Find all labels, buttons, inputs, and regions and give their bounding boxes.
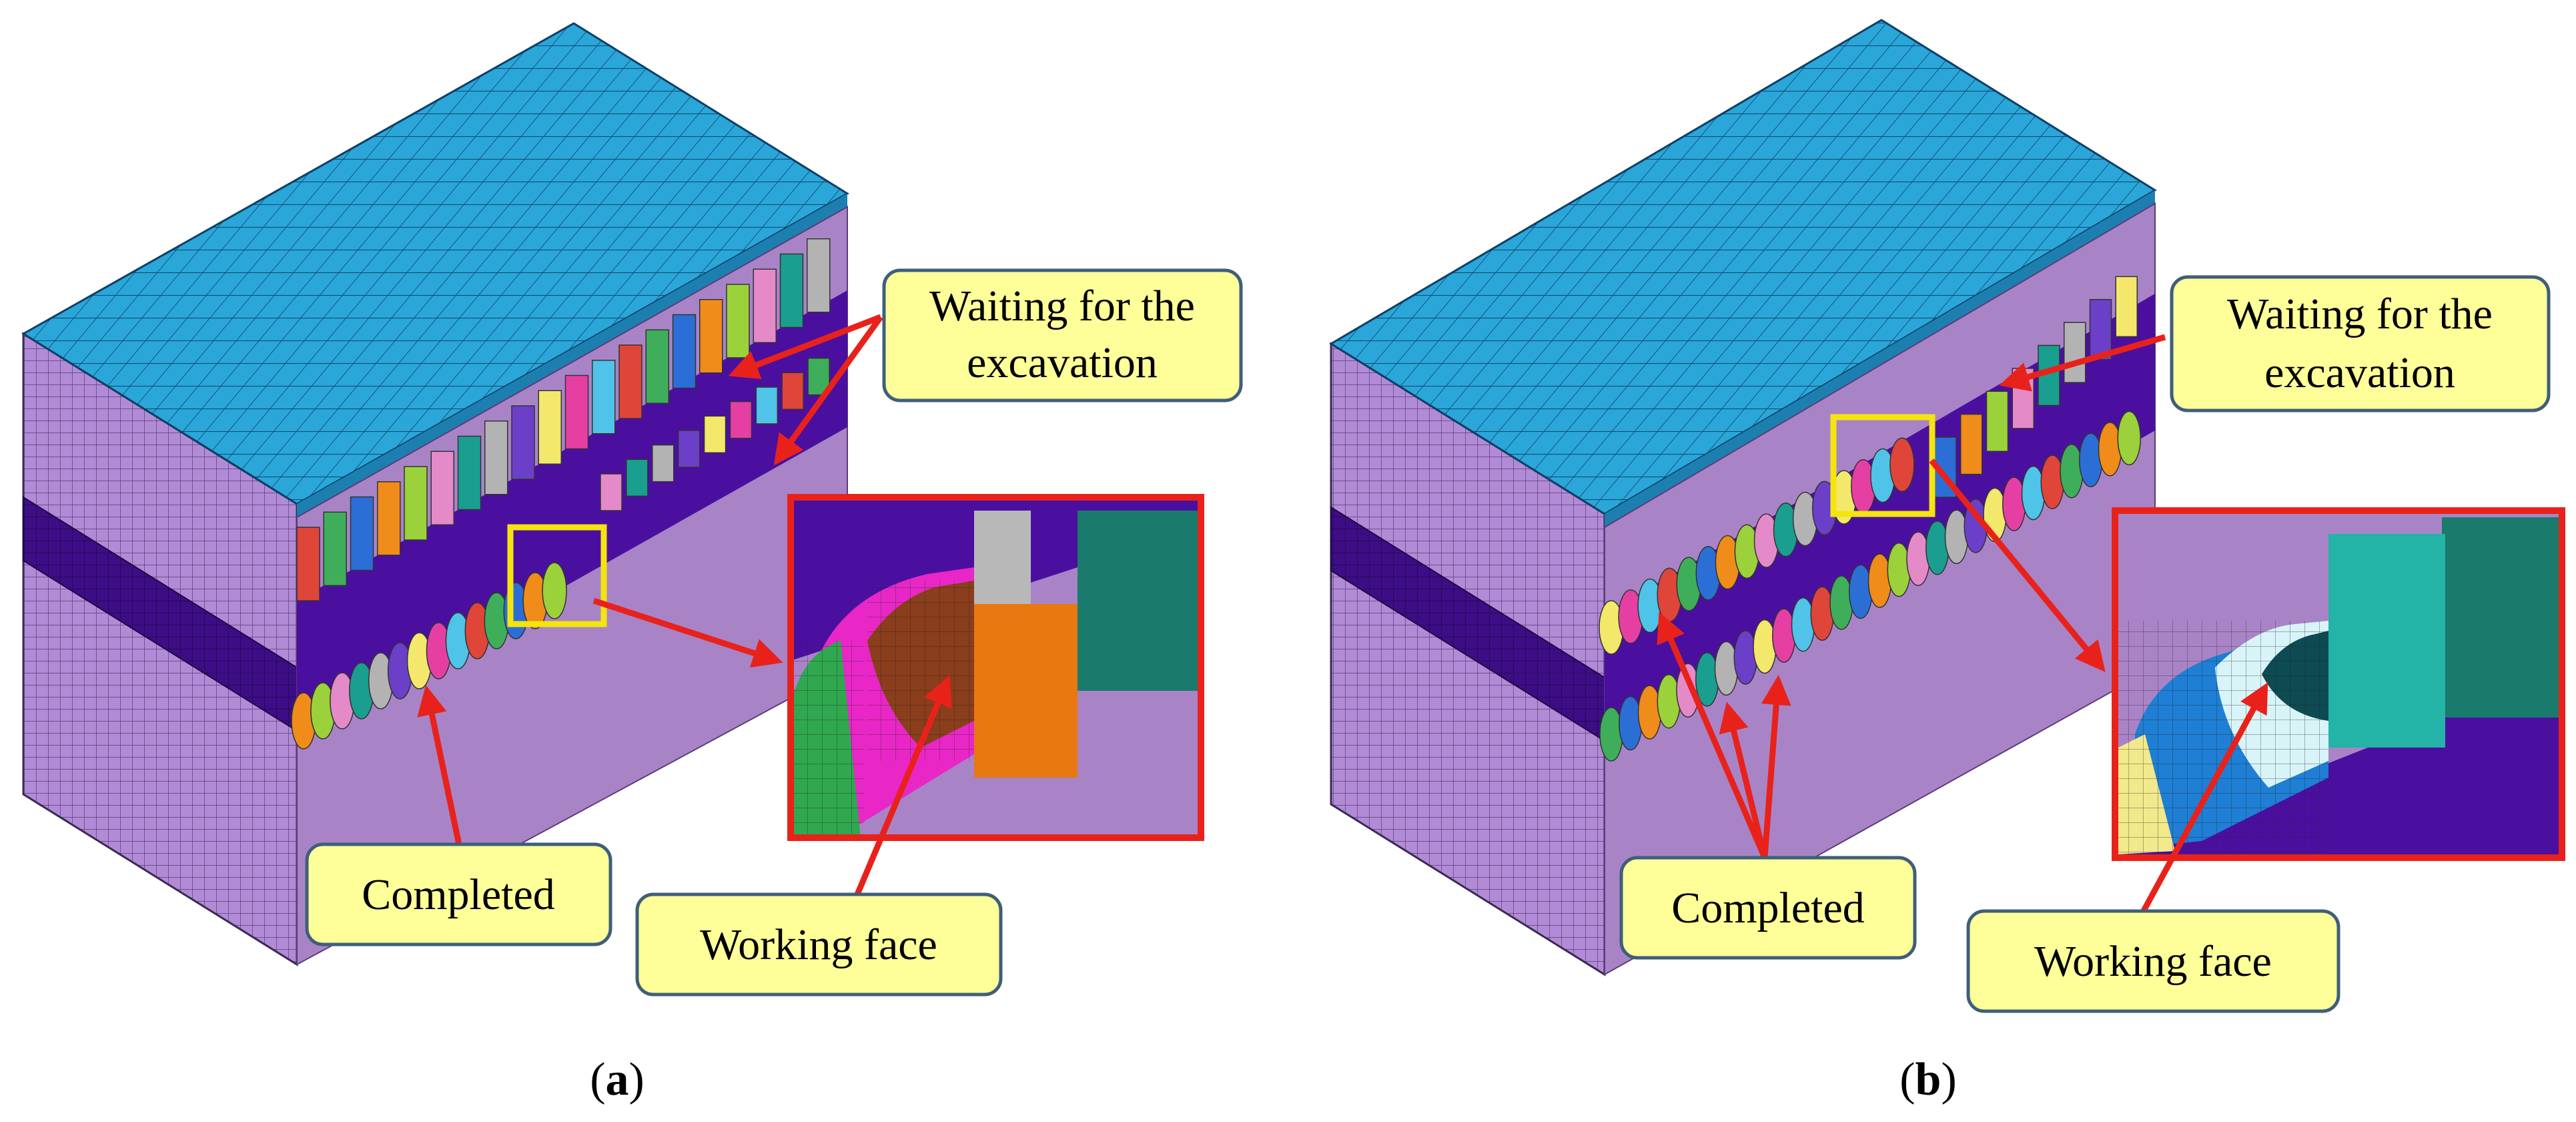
- completed-callout-label: Completed: [362, 870, 555, 919]
- tunnel-segment: [677, 430, 701, 468]
- tunnel-segment: [652, 444, 675, 483]
- tunnel-segment: [1960, 413, 1983, 475]
- tunnel-segment: [699, 299, 723, 374]
- waiting-callout-line2: excavation: [2264, 348, 2455, 397]
- working-face-callout-b: Working face: [1966, 909, 2340, 1013]
- waiting-callout-line1: Waiting for the: [2227, 290, 2493, 338]
- waiting-callout-a: Waiting for the excavation: [882, 268, 1243, 402]
- lower-tunnel-segments: [600, 357, 830, 511]
- tunnel-segment: [807, 238, 831, 313]
- tunnel-segment: [350, 496, 374, 571]
- tunnel-segment: [457, 435, 482, 511]
- panel-b: Waiting for the excavation Completed Wor…: [1329, 19, 2565, 1105]
- tunnel-segment: [618, 344, 642, 419]
- panel-a: Waiting for the excavation Completed Wor…: [21, 22, 1243, 1105]
- zoom-inset-b: [2112, 507, 2565, 861]
- tunnel-segment: [564, 374, 589, 450]
- tunnel-segment: [626, 459, 649, 497]
- tunnel-segment: [2064, 322, 2086, 383]
- upper-tunnel-segments: [296, 238, 831, 601]
- lining-ring: [2117, 410, 2141, 466]
- tunnel-segment: [703, 415, 727, 454]
- tunnel-segment: [755, 386, 779, 425]
- working-face-callout-a: Working face: [635, 892, 1003, 997]
- top-layer-edge: [1605, 190, 2155, 527]
- lower-completed-rings: [1599, 410, 2141, 762]
- tunnel-segment: [672, 314, 697, 389]
- tunnel-segment: [2089, 299, 2112, 360]
- zoom-inset-a: [787, 494, 1204, 841]
- completed-callout-b: Completed: [1619, 856, 1917, 960]
- waiting-callout-line2: excavation: [967, 338, 1158, 387]
- tunnel-segment: [779, 253, 804, 328]
- completed-callout-label: Completed: [1671, 884, 1865, 932]
- working-face-highlight-box: [507, 524, 607, 627]
- tunnel-segment: [430, 451, 454, 525]
- tunnel-segment: [511, 405, 535, 480]
- tunnel-segment: [1986, 390, 2009, 452]
- tunnel-segment: [729, 400, 753, 439]
- tunnel-segment: [2115, 276, 2138, 338]
- tunnel-segment: [484, 420, 508, 495]
- tunnel-segment: [592, 360, 616, 435]
- tunnel-segment: [538, 390, 562, 465]
- panel-caption-a: (a): [590, 1054, 645, 1105]
- top-layer-edge: [297, 194, 847, 517]
- tunnel-segment: [753, 268, 777, 343]
- tunnel-segment: [377, 481, 401, 556]
- tunnel-segment: [600, 473, 622, 511]
- tunnel-segment: [781, 372, 804, 410]
- panel-caption-b: (b): [1899, 1054, 1957, 1105]
- tunnel-segment: [296, 527, 320, 601]
- working-face-callout-label: Working face: [2034, 937, 2272, 986]
- upper-completed-rings: [1599, 437, 1915, 655]
- tunnel-segment: [404, 466, 428, 541]
- lining-ring: [1889, 437, 1915, 492]
- lining-ring: [542, 562, 567, 619]
- waiting-callout-line1: Waiting for the: [929, 282, 1195, 330]
- tunnel-segment: [726, 284, 750, 358]
- working-face-callout-label: Working face: [700, 920, 937, 969]
- annotation-arrows-b: [1657, 334, 2268, 916]
- tunnel-segment: [323, 511, 347, 586]
- waiting-callout-b: Waiting for the excavation: [2170, 275, 2551, 412]
- annotation-arrows-a: [417, 314, 952, 896]
- tunnel-segment: [645, 329, 669, 404]
- completed-callout-a: Completed: [305, 842, 612, 946]
